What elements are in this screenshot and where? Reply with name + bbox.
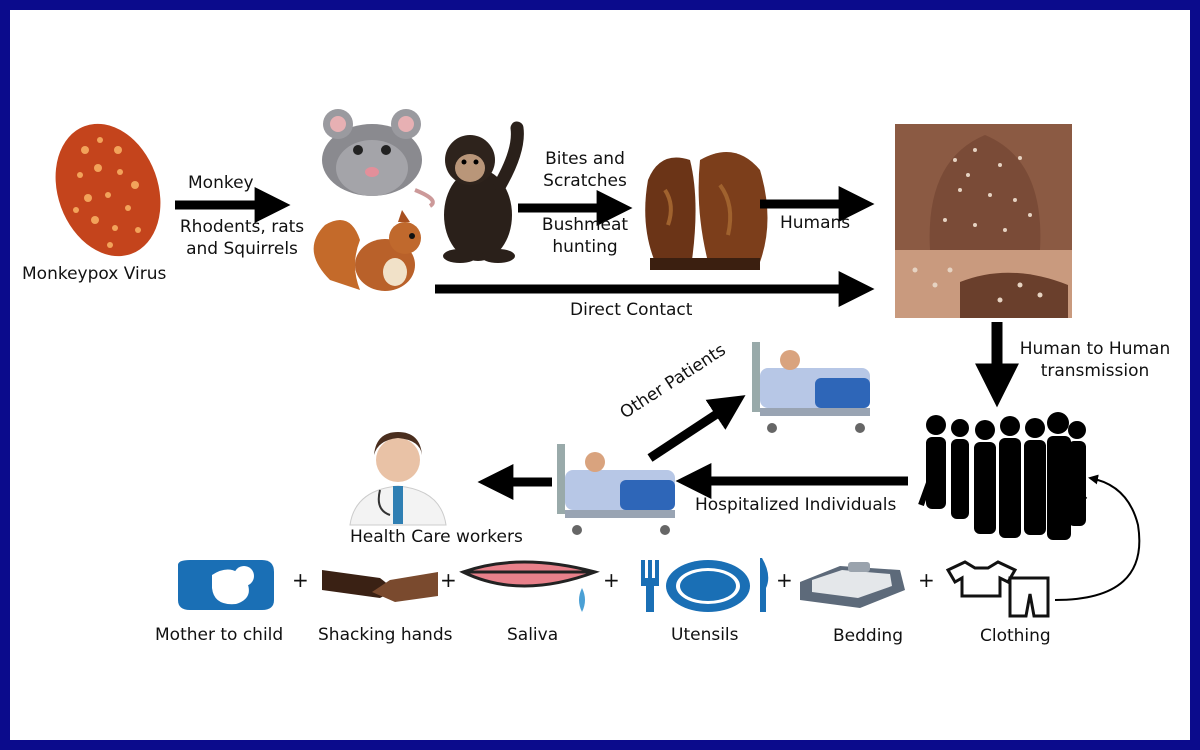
- label-bites-scratches: Bites and Scratches: [530, 148, 640, 192]
- label-health-care-workers: Health Care workers: [350, 527, 523, 547]
- label-bushmeat-line1: Bushmeat: [541, 215, 629, 235]
- plus-sign: +: [292, 568, 309, 592]
- rat-icon: [322, 109, 435, 208]
- label-saliva: Saliva: [507, 625, 559, 645]
- label-human-to-human: Human to Human transmission: [1005, 338, 1185, 382]
- hospital-bed-icon: [557, 444, 675, 535]
- bedding-icon: [800, 562, 905, 608]
- label-humans: Humans: [780, 213, 851, 233]
- utensils-icon: [641, 558, 769, 612]
- label-bedding: Bedding: [833, 626, 903, 646]
- label-direct-contact: Direct Contact: [570, 300, 693, 320]
- squirrel-icon: [313, 210, 421, 291]
- label-mother-to-child: Mother to child: [155, 625, 284, 645]
- chimpanzee-icon: [443, 121, 524, 263]
- arrow-clothing-loop: [1054, 474, 1141, 601]
- handshake-icon: [322, 570, 438, 602]
- bushmeat-icon: [645, 152, 768, 270]
- plus-sign: +: [776, 568, 793, 592]
- virus-icon: [55, 123, 161, 257]
- label-bites-line2: Scratches: [543, 171, 627, 191]
- arrow-to-other-patients: [647, 395, 746, 462]
- label-h2h-line2: transmission: [1040, 361, 1150, 381]
- lips-icon: [459, 560, 600, 612]
- doctor-icon: [349, 432, 447, 526]
- label-bushmeat-line2: hunting: [552, 237, 618, 257]
- label-rodents-line2: and Squirrels: [186, 239, 298, 259]
- label-rodents-line1: Rhodents, rats: [179, 217, 305, 237]
- label-rodents: Rhodents, rats and Squirrels: [172, 216, 312, 260]
- fetus-icon: [178, 560, 274, 610]
- label-monkeypox-virus: Monkeypox Virus: [22, 264, 167, 284]
- hospital-bed-icon: [752, 342, 870, 433]
- label-clothing: Clothing: [980, 626, 1051, 646]
- skin-rash-icon: [895, 124, 1072, 318]
- crowd-icon: [918, 412, 1088, 540]
- label-bites-line1: Bites and: [545, 149, 625, 169]
- plus-sign: +: [603, 568, 620, 592]
- label-shaking-hands: Shacking hands: [318, 625, 453, 645]
- label-hospitalized-individuals: Hospitalized Individuals: [695, 495, 897, 515]
- label-monkey: Monkey: [188, 173, 254, 193]
- plus-sign: +: [918, 568, 935, 592]
- label-utensils: Utensils: [671, 625, 739, 645]
- label-h2h-line1: Human to Human: [1019, 339, 1171, 359]
- label-bushmeat-hunting: Bushmeat hunting: [530, 214, 640, 258]
- clothing-icon: [945, 560, 1050, 618]
- arrows: [175, 186, 1141, 601]
- plus-sign: +: [440, 568, 457, 592]
